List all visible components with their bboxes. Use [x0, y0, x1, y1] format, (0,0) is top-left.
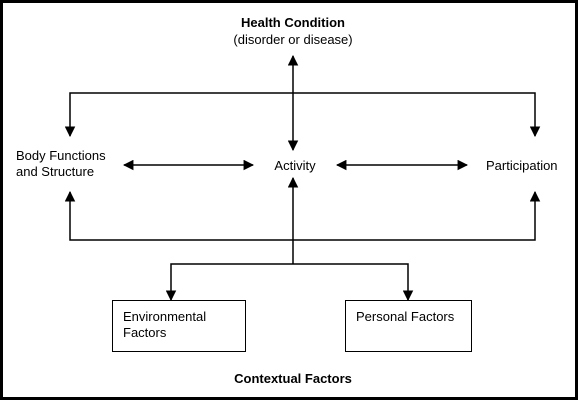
body-functions-line2: and Structure [16, 164, 95, 179]
body-functions-line1: Body Functions [16, 148, 106, 163]
environmental-factors-line2: Factors [123, 325, 167, 340]
personal-factors-box: Personal Factors [345, 300, 472, 352]
context-branch [165, 263, 414, 302]
bottom-connector [64, 190, 541, 241]
personal-factors-label: Personal Factors [356, 309, 455, 324]
health-condition-subtitle: (disorder or disease) [233, 32, 353, 47]
environmental-factors-box: Environmental Factors [112, 300, 246, 352]
contextual-factors-label: Contextual Factors [234, 371, 352, 386]
activity-label: Activity [274, 158, 316, 173]
participation-label: Participation [486, 158, 558, 173]
top-connector [64, 92, 541, 138]
environmental-factors-line1: Environmental [123, 309, 207, 324]
health-condition-title: Health Condition [241, 15, 345, 30]
